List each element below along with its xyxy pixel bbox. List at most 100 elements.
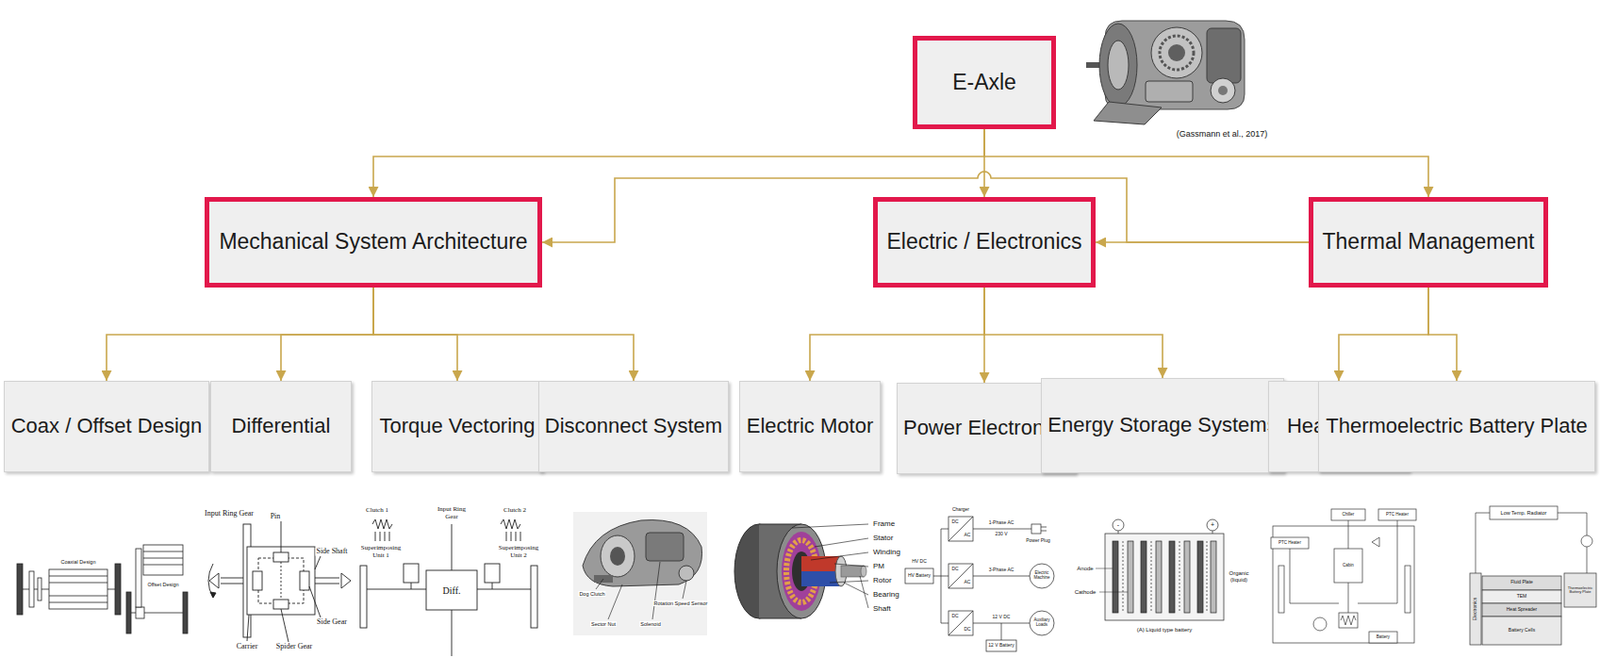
power-electronics-schematic-part xyxy=(905,568,934,584)
liquid-battery-sketch-part xyxy=(1210,541,1217,613)
power-electronics-schematic-part xyxy=(940,623,949,625)
connector-arrow xyxy=(1428,287,1457,381)
power-electronics-schematic-part xyxy=(948,610,974,636)
power-electronics-schematic xyxy=(905,516,1055,652)
liquid-battery-sketch-part xyxy=(1122,541,1124,613)
torque-vectoring-sketch-part xyxy=(379,531,381,542)
electric-motor-figure-part-part xyxy=(810,552,869,561)
part-label: - xyxy=(1116,521,1121,529)
part-label: Diff. xyxy=(442,585,462,596)
thermoelectric-plate-sketch-part xyxy=(1557,512,1587,536)
part-label: Winding xyxy=(872,548,902,558)
part-label: Rotor xyxy=(872,577,893,586)
part-label: Cathode xyxy=(1073,589,1098,596)
node-label: Torque Vectoring xyxy=(379,413,535,439)
power-electronics-schematic-part xyxy=(986,640,1017,652)
part-label: DC xyxy=(950,566,959,573)
thermoelectric-plate-sketch-part xyxy=(1469,573,1482,645)
part-label: Cabin xyxy=(1341,563,1355,569)
node-label: Electric / Electronics xyxy=(886,229,1082,256)
electric-motor-figure-part-part xyxy=(829,580,869,583)
disconnect-photo-part xyxy=(682,580,687,599)
coax-offset-sketch-part xyxy=(115,563,121,615)
coax-offset-sketch-part xyxy=(143,544,183,576)
thermoelectric-plate-sketch-part xyxy=(1586,546,1588,574)
heat-pump-circuit-part xyxy=(1334,548,1363,583)
node-label: Mechanical System Architecture xyxy=(218,229,528,256)
part-label: PTC Heater xyxy=(1385,512,1410,518)
differential-sketch-part xyxy=(314,583,340,585)
coax-offset-sketch-part xyxy=(29,571,34,608)
electric-motor-figure-part xyxy=(758,618,802,620)
e-axle-photo-part xyxy=(1218,85,1228,96)
part-label: Power Plug xyxy=(1024,538,1052,545)
e-axle-photo xyxy=(1086,20,1245,125)
differential-sketch-part xyxy=(210,592,216,598)
liquid-battery-sketch xyxy=(1095,519,1224,621)
heat-pump-circuit-part xyxy=(1369,631,1398,644)
part-label: Clutch 1 xyxy=(364,507,390,515)
liquid-battery-sketch-part xyxy=(1184,541,1190,613)
differential-sketch-part xyxy=(299,571,310,591)
heat-pump-circuit xyxy=(1270,509,1417,644)
coax-offset-sketch-part xyxy=(182,592,188,634)
differential-sketch xyxy=(208,521,351,643)
e-axle-photo-part xyxy=(1210,78,1236,103)
torque-vectoring-sketch-part xyxy=(451,610,453,657)
disconnect-photo-part xyxy=(608,584,623,620)
differential-sketch-part xyxy=(314,556,321,570)
coax-offset-sketch-part xyxy=(135,548,142,608)
category-box: Electric / Electronics xyxy=(873,197,1096,288)
part-label: Stator xyxy=(872,534,894,544)
electric-motor-figure-part-part xyxy=(859,576,869,609)
torque-vectoring-sketch-part xyxy=(426,570,478,611)
node-label: Energy Storage Systems xyxy=(1047,412,1277,438)
heat-pump-circuit-part xyxy=(1348,582,1350,613)
component-box: Disconnect System xyxy=(538,380,729,473)
differential-sketch-part xyxy=(309,586,321,618)
part-label: Side Gear xyxy=(315,618,348,627)
power-electronics-schematic-part xyxy=(933,576,941,578)
part-label: Battery Cells xyxy=(1507,627,1536,634)
power-electronics-schematic-part xyxy=(940,576,949,578)
disconnect-photo-part xyxy=(600,535,635,578)
power-electronics-schematic-part xyxy=(1029,610,1055,636)
heat-pump-circuit-part xyxy=(1272,526,1415,644)
heat-pump-circuit-part xyxy=(1278,565,1285,613)
differential-sketch-part xyxy=(280,561,282,600)
part-label: Anode xyxy=(1075,565,1094,573)
power-electronics-schematic-part xyxy=(973,576,1030,578)
part-label: Offset Design xyxy=(146,581,180,588)
e-axle-photo-part xyxy=(1107,40,1129,90)
node-label: Thermoelectric Battery Plate xyxy=(1325,413,1588,439)
torque-vectoring-sketch-part xyxy=(520,531,522,542)
thermoelectric-plate-sketch-part xyxy=(1564,573,1597,608)
liquid-battery-sketch-part xyxy=(1105,533,1224,621)
part-label: Rotation Speed Sensor xyxy=(653,600,710,607)
part-label: 230 V xyxy=(993,531,1008,538)
coax-offset-sketch-part xyxy=(126,592,132,634)
power-electronics-schematic-part xyxy=(1031,524,1041,534)
differential-sketch-part xyxy=(314,577,340,579)
power-electronics-schematic-part xyxy=(948,516,974,542)
thermoelectric-plate-sketch xyxy=(1469,506,1597,645)
part-label: DC xyxy=(950,519,959,526)
thermoelectric-plate-sketch-part xyxy=(1482,590,1562,604)
liquid-battery-sketch-part xyxy=(1169,541,1175,613)
part-label: Frame xyxy=(872,520,896,529)
e-axle-photo-part xyxy=(1093,101,1162,125)
heat-pump-circuit-part xyxy=(1331,509,1366,521)
differential-sketch-part xyxy=(258,558,304,604)
liquid-battery-sketch-part xyxy=(1179,541,1181,613)
torque-vectoring-sketch-part xyxy=(360,565,367,628)
disconnect-photo-part xyxy=(652,561,660,620)
node-label: Electric Motor xyxy=(746,413,874,439)
liquid-battery-sketch-part xyxy=(1151,541,1153,613)
power-electronics-schematic-part xyxy=(940,528,949,530)
electric-motor-figure-part-part xyxy=(834,563,869,567)
liquid-battery-sketch-part xyxy=(1155,541,1162,613)
torque-vectoring-sketch-part xyxy=(484,563,500,583)
coax-offset-sketch-part xyxy=(37,577,42,601)
